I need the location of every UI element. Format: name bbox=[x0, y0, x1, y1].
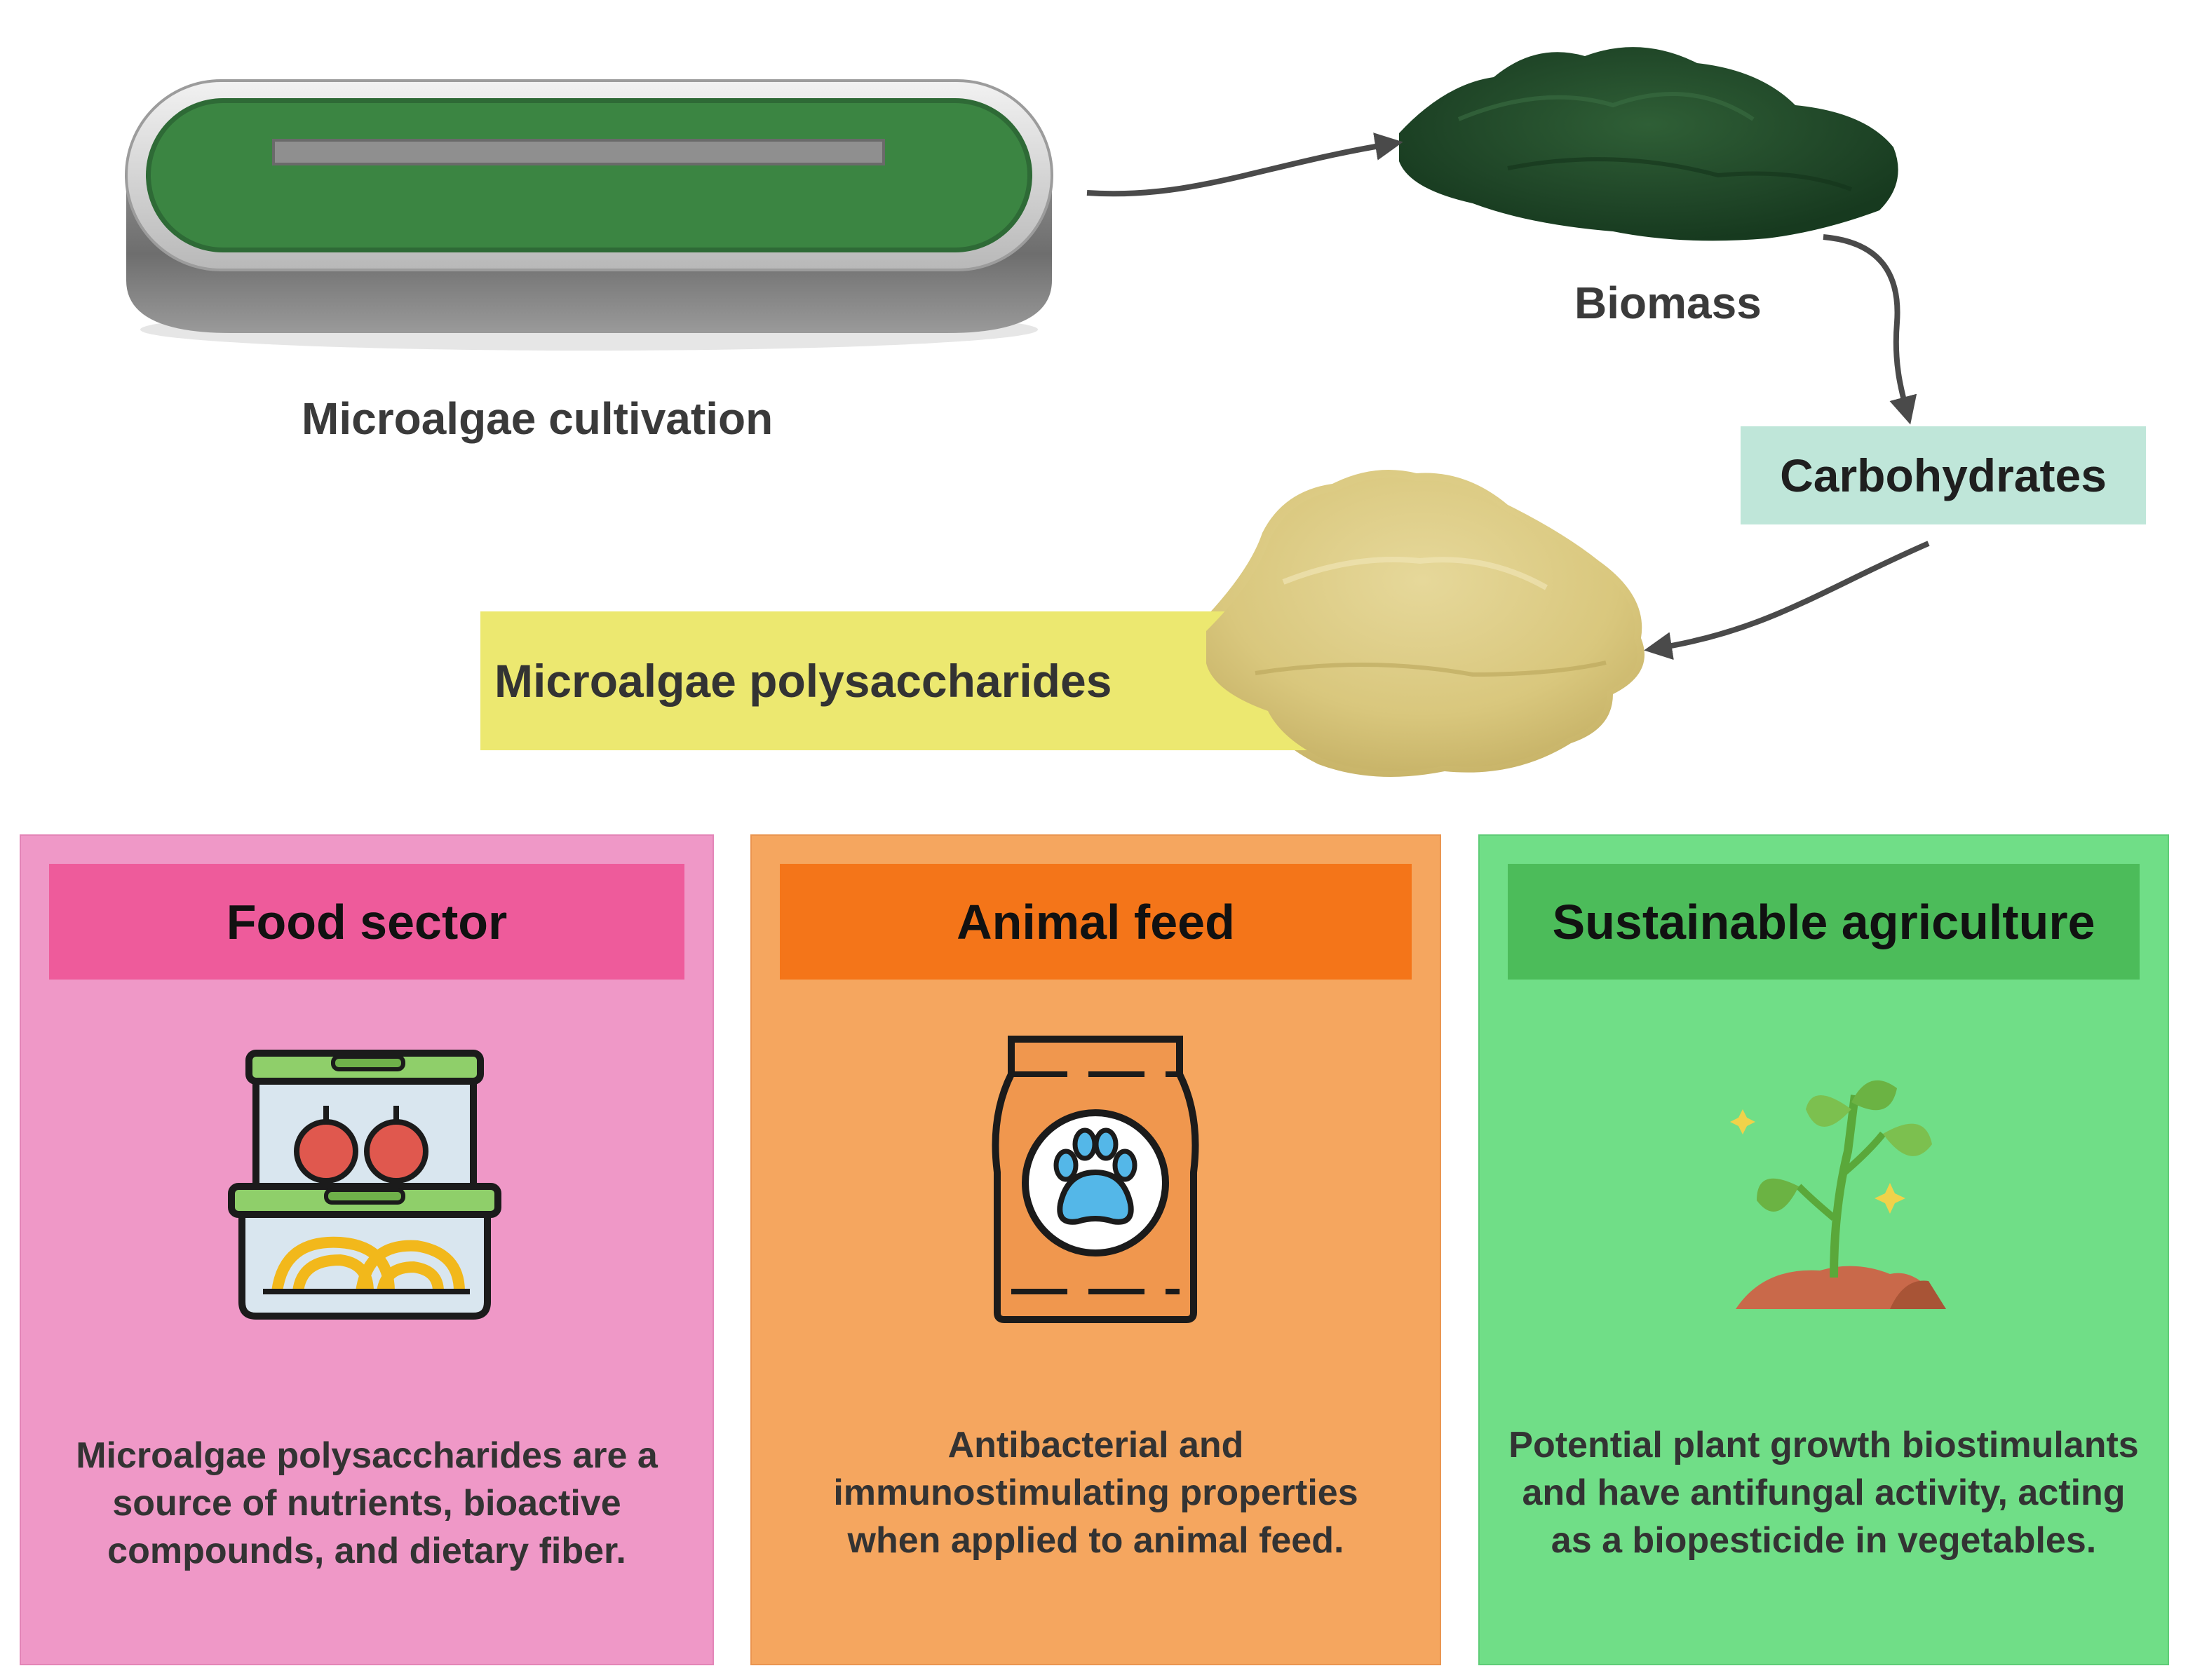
carbohydrates-box: Carbohydrates bbox=[1741, 426, 2146, 524]
food-sector-panel: Food sector Microalgae polysaccharides a… bbox=[20, 834, 714, 1665]
food-container-icon bbox=[228, 1050, 501, 1320]
food-sector-description: Microalgae polysaccharides are a source … bbox=[76, 1435, 658, 1571]
animal-feed-description: Antibacterial and immunostimulating prop… bbox=[833, 1425, 1358, 1561]
sustainable-agriculture-title: Sustainable agriculture bbox=[1508, 864, 2140, 980]
animal-feed-title: Animal feed bbox=[780, 864, 1412, 980]
raceway-pond-icon bbox=[125, 79, 1053, 351]
sustainable-agriculture-description: Potential plant growth biostimulants and… bbox=[1508, 1425, 2139, 1561]
biomass-powder-icon bbox=[1399, 47, 1898, 241]
biomass-label: Biomass bbox=[1574, 278, 1762, 328]
seedling-icon bbox=[1730, 1080, 1946, 1309]
polysaccharides-box: Microalgae polysaccharides bbox=[480, 611, 1343, 750]
food-sector-title: Food sector bbox=[49, 864, 684, 980]
animal-feed-panel: Animal feed Antibacterial and immunostim… bbox=[750, 834, 1441, 1665]
arrow-carbohydrates-to-polysaccharides bbox=[1644, 541, 1930, 661]
sustainable-agriculture-panel: Sustainable agriculture Potential plant … bbox=[1478, 834, 2169, 1665]
polysaccharides-label: Microalgae polysaccharides bbox=[494, 655, 1112, 707]
cultivation-label: Microalgae cultivation bbox=[302, 393, 774, 444]
arrow-biomass-to-carbohydrates bbox=[1823, 234, 1917, 425]
arrow-cultivation-to-biomass bbox=[1086, 133, 1403, 197]
pet-food-bag-icon bbox=[992, 1036, 1199, 1323]
